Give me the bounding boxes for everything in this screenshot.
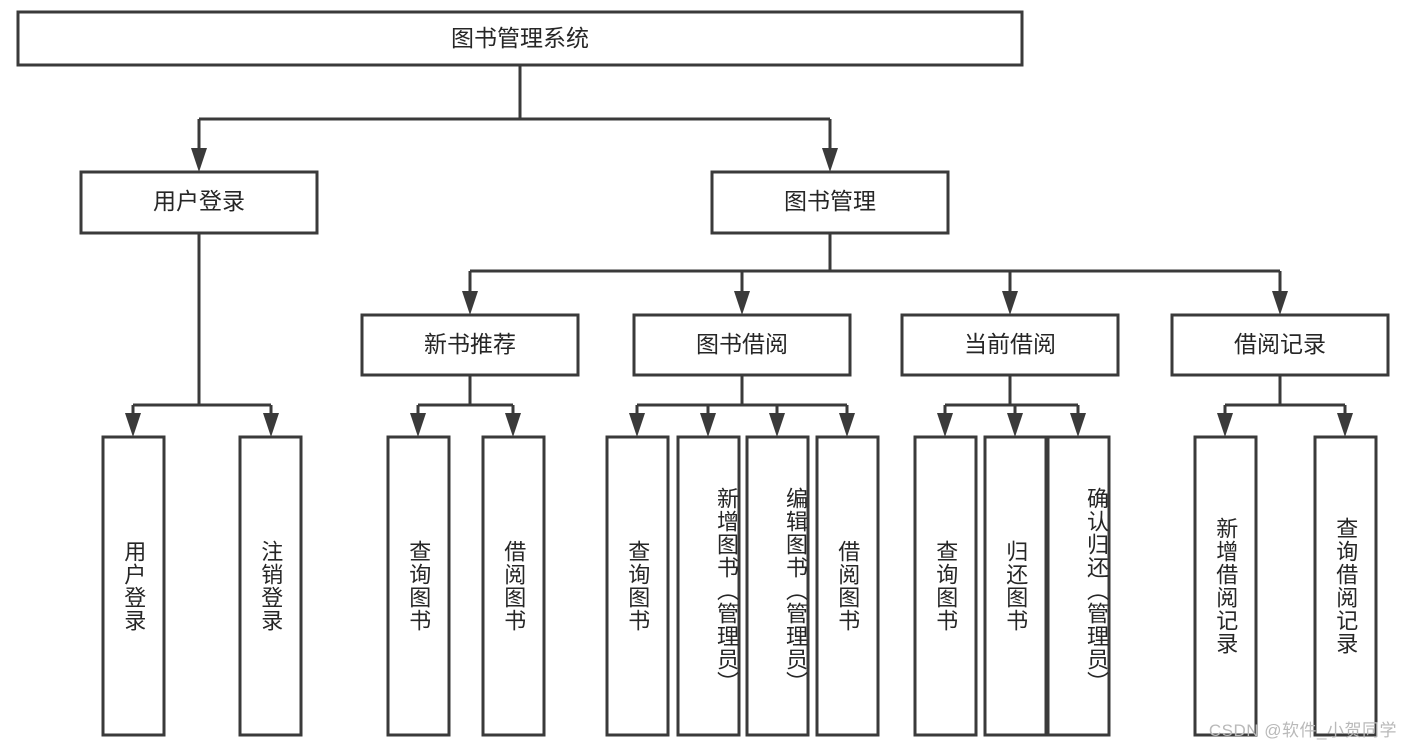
- node-book-management-box[interactable]: [710, 170, 950, 235]
- node-book-borrow-box[interactable]: [632, 313, 852, 377]
- node-borrow-record-label: 借阅记录: [1234, 331, 1326, 357]
- node-new-book-recommend[interactable]: 新书推荐: [360, 313, 580, 377]
- arrow-head-leaf-query-book-2: [629, 413, 645, 437]
- arrow-head-book-mgmt: [822, 148, 838, 172]
- node-new-book-recommend-label: 新书推荐: [424, 331, 516, 357]
- arrow-head-leaf-edit-book: [769, 413, 785, 437]
- node-user-login-label: 用户登录: [153, 188, 245, 214]
- arrow-head-leaf-query-book-3: [937, 413, 953, 437]
- watermark-text: CSDN @软件_小贺同学: [1208, 721, 1397, 740]
- connector-group-current-borrow: [937, 375, 1086, 437]
- leaf-box-add-book[interactable]: [676, 435, 741, 737]
- leaf-box-query-book-3[interactable]: [913, 435, 978, 737]
- arrow-head-leaf-confirm-return: [1070, 413, 1086, 437]
- leaf-box-query-record[interactable]: [1313, 435, 1378, 737]
- arrow-head-leaf-logout: [263, 413, 279, 437]
- leaf-box-user-login[interactable]: [101, 435, 166, 737]
- leaf-box-edit-book[interactable]: [745, 435, 810, 737]
- node-book-borrow[interactable]: 图书借阅: [632, 313, 852, 377]
- arrow-head-user-login: [191, 148, 207, 172]
- arrow-head-leaf-borrow-book-1: [505, 413, 521, 437]
- arrow-head-leaf-add-book: [700, 413, 716, 437]
- node-user-login[interactable]: 用户登录: [79, 170, 319, 235]
- node-book-management[interactable]: 图书管理: [710, 170, 950, 235]
- node-root-system-label: 图书管理系统: [451, 25, 589, 51]
- node-current-borrow[interactable]: 当前借阅: [900, 313, 1120, 377]
- arrow-head-leaf-add-record: [1217, 413, 1233, 437]
- leaf-box-logout[interactable]: [238, 435, 303, 737]
- arrow-head-book-borrow: [734, 291, 750, 315]
- node-borrow-record[interactable]: 借阅记录: [1170, 313, 1390, 377]
- leaf-box-query-book-2[interactable]: [605, 435, 670, 737]
- node-root-system-box[interactable]: [16, 10, 1024, 67]
- connector-group-borrow-record: [1217, 375, 1353, 437]
- connector-group-user-login: [125, 233, 279, 437]
- leaf-box-borrow-book-1[interactable]: [481, 435, 546, 737]
- arrow-head-current-borrow: [1002, 291, 1018, 315]
- arrow-head-leaf-borrow-book-2: [839, 413, 855, 437]
- leaf-box-query-book-1[interactable]: [386, 435, 451, 737]
- arrow-head-new-book-rec: [462, 291, 478, 315]
- connector-group-root: [191, 65, 838, 172]
- node-new-book-recommend-box[interactable]: [360, 313, 580, 377]
- node-current-borrow-label: 当前借阅: [964, 331, 1056, 357]
- node-root-system[interactable]: 图书管理系统: [16, 10, 1024, 67]
- node-current-borrow-box[interactable]: [900, 313, 1120, 377]
- arrow-head-leaf-query-book-1: [410, 413, 426, 437]
- arrow-head-borrow-record: [1272, 291, 1288, 315]
- node-book-management-label: 图书管理: [784, 188, 876, 214]
- leaf-box-borrow-book-2[interactable]: [815, 435, 880, 737]
- node-user-login-box[interactable]: [79, 170, 319, 235]
- node-book-borrow-label: 图书借阅: [696, 331, 788, 357]
- arrow-head-leaf-query-record: [1337, 413, 1353, 437]
- leaf-box-return-book[interactable]: [983, 435, 1048, 737]
- arrow-head-leaf-user-login: [125, 413, 141, 437]
- leaf-box-add-record[interactable]: [1193, 435, 1258, 737]
- connector-group-book-mgmt: [462, 233, 1288, 315]
- arrow-head-leaf-return-book: [1007, 413, 1023, 437]
- leaf-box-confirm-return[interactable]: [1046, 435, 1111, 737]
- connector-group-book-borrow: [629, 375, 855, 437]
- node-borrow-record-box[interactable]: [1170, 313, 1390, 377]
- connector-group-new-book-rec: [410, 375, 521, 437]
